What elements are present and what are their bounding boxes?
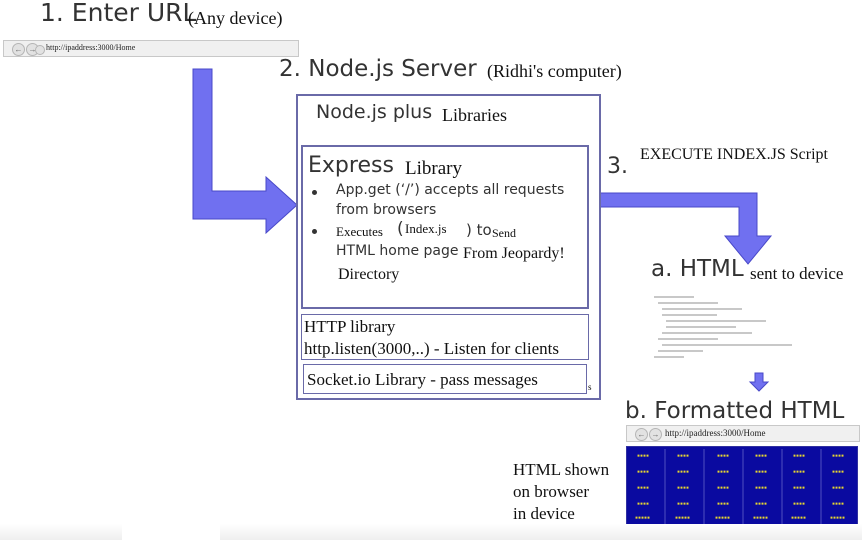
step1-title: 1. Enter URL	[40, 0, 197, 27]
forward-arrow-icon[interactable]: →	[649, 428, 662, 441]
step-a-text: sent to device	[750, 264, 844, 283]
bullet-icon	[312, 190, 317, 195]
http-library-line1: HTTP library	[304, 317, 396, 336]
bullet2-send: Send	[492, 226, 516, 240]
step3-number: 3.	[607, 154, 628, 179]
bullet2-executes: Executes	[336, 224, 383, 239]
globe-icon	[35, 45, 45, 55]
browser-address-bar[interactable]: ← → http://ipaddress:3000/Home	[3, 40, 299, 57]
step2-note: (Ridhi's computer)	[487, 61, 622, 81]
bullet1-line2: from browsers	[336, 202, 437, 218]
step-a-label: a. HTML	[651, 256, 744, 282]
line3-html-home-page: HTML home page	[336, 243, 459, 259]
arrow-url-to-server	[192, 68, 298, 235]
bullet-icon	[312, 229, 317, 234]
browser-url-text: http://ipaddress:3000/Home	[46, 43, 136, 52]
browser2-url-text: http://ipaddress:3000/Home	[665, 428, 766, 438]
bullet2-indexjs: Index.js	[405, 221, 447, 236]
caption-line1: HTML shown	[513, 460, 610, 479]
bullet1-line1: App.get (‘/’) accepts all requests	[336, 182, 565, 198]
http-library-line2: http.listen(3000,..) - Listen for client…	[304, 339, 559, 358]
express-box	[301, 145, 589, 309]
nodejs-outer-box	[296, 94, 601, 400]
express-library-label: Library	[405, 158, 462, 179]
arrow-server-to-device	[599, 192, 773, 265]
socketio-text: Socket.io Library - pass messages	[307, 370, 538, 389]
back-arrow-icon[interactable]: ←	[12, 43, 25, 56]
html-code-thumbnail	[650, 292, 800, 362]
caption-line2: on browser	[513, 482, 590, 501]
jeopardy-grid-screenshot: ▪▪▪▪ ▪▪▪▪ ▪▪▪▪ ▪▪▪▪ ▪▪▪▪ ▪▪▪▪ ▪▪▪▪ ▪▪▪▪ …	[626, 446, 859, 536]
http-library-box	[301, 314, 589, 360]
caption-line3: in device	[513, 504, 575, 523]
bottom-white-patch	[122, 490, 220, 540]
libraries-heading: Libraries	[442, 105, 507, 125]
socketio-trailing: s	[588, 382, 592, 392]
line3-from-jeopardy: From Jeopardy!	[463, 245, 565, 262]
step1-note: (Any device)	[188, 8, 283, 28]
back-arrow-icon[interactable]: ←	[635, 428, 648, 441]
nodejs-plus-heading: Node.js plus	[316, 101, 433, 123]
express-title: Express	[308, 153, 394, 178]
line4-directory: Directory	[338, 266, 400, 283]
step-b-label: b. Formatted HTML	[625, 398, 845, 424]
bullet2-close-to: ) to	[466, 221, 492, 239]
arrow-down-small	[748, 372, 770, 392]
socketio-box	[303, 364, 587, 394]
step3-text: EXECUTE INDEX.JS Script	[640, 146, 828, 163]
step2-title: 2. Node.js Server	[279, 56, 477, 82]
browser2-address-bar[interactable]: ← → http://ipaddress:3000/Home	[626, 425, 860, 442]
bullet2-open-paren: (	[397, 219, 404, 239]
